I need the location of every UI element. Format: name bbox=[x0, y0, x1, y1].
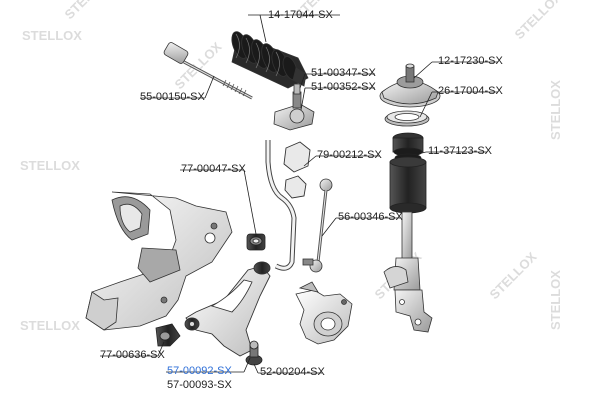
label-51-00347-sx[interactable]: 51-00347-SX bbox=[311, 67, 376, 79]
label-77-00636-sx[interactable]: 77-00636-SX bbox=[100, 349, 165, 361]
steering-knuckle-part bbox=[295, 281, 353, 345]
watermark-text: STELLOX bbox=[62, 0, 115, 22]
label-51-00352-sx[interactable]: 51-00352-SX bbox=[311, 81, 376, 93]
bushing-77-00047-part bbox=[246, 233, 266, 251]
label-52-00204-sx[interactable]: 52-00204-SX bbox=[260, 366, 325, 378]
label-57-00093-sx[interactable]: 57-00093-SX bbox=[167, 379, 232, 391]
lower-control-arm-part bbox=[184, 261, 271, 357]
bushing-77-00636-part bbox=[155, 323, 181, 347]
tie-rod-end-part bbox=[273, 83, 315, 131]
watermark-text: STELLOX bbox=[548, 80, 563, 140]
label-26-17004-sx[interactable]: 26-17004-SX bbox=[438, 85, 503, 97]
watermark-text: STELLOX bbox=[548, 270, 563, 330]
label-79-00212-sx[interactable]: 79-00212-SX bbox=[317, 149, 382, 161]
watermark-text: STELLOX bbox=[487, 249, 540, 302]
steering-boot-part bbox=[231, 31, 309, 89]
leader-lines bbox=[100, 14, 498, 374]
label-14-17044-sx[interactable]: 14-17044-SX bbox=[268, 9, 333, 21]
label-77-00047-sx[interactable]: 77-00047-SX bbox=[181, 163, 246, 175]
label-57-00092-sx[interactable]: 57-00092-SX bbox=[167, 365, 232, 377]
subframe-part bbox=[85, 191, 233, 331]
inner-tie-rod-part bbox=[163, 42, 253, 100]
strut-bearing-part bbox=[384, 110, 430, 127]
ball-joint-part bbox=[245, 340, 263, 366]
watermark-text: STELLOX bbox=[22, 28, 82, 43]
label-55-00150-sx[interactable]: 55-00150-SX bbox=[140, 91, 205, 103]
dust-cover-part bbox=[389, 132, 427, 214]
label-56-00346-sx[interactable]: 56-00346-SX bbox=[338, 211, 403, 223]
stabilizer-link-part bbox=[302, 178, 333, 273]
watermark-text: STELLOX bbox=[20, 318, 80, 333]
label-11-37123-sx[interactable]: 11-37123-SX bbox=[428, 145, 493, 157]
watermark-text: STELLOX bbox=[512, 0, 565, 42]
stabilizer-bar-part bbox=[265, 140, 311, 271]
watermark-text: STELLOX bbox=[20, 158, 80, 173]
strut-assembly-part bbox=[383, 211, 433, 333]
label-12-17230-sx[interactable]: 12-17230-SX bbox=[438, 55, 503, 67]
strut-mount-part bbox=[379, 63, 441, 108]
